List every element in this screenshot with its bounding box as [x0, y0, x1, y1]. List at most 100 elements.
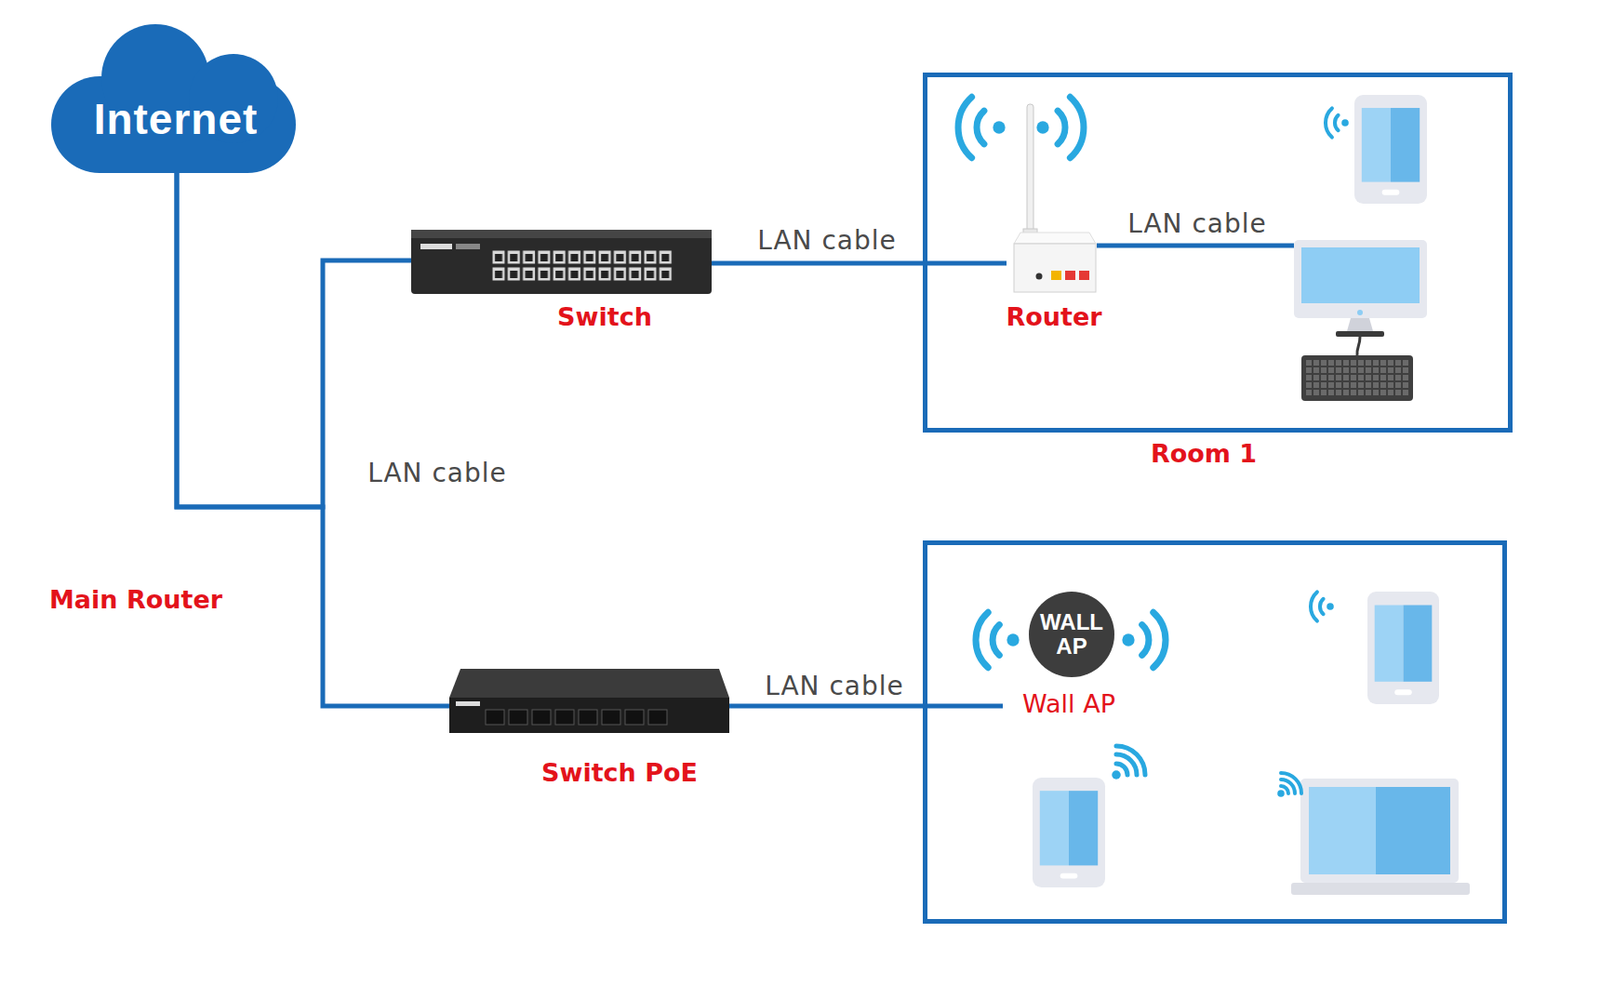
wifi-arc [1310, 591, 1318, 621]
illustration-part [1013, 243, 1096, 293]
device-button [1060, 873, 1079, 880]
device-screen [1361, 107, 1391, 183]
wifi-symbol [1277, 773, 1302, 798]
illustration-part [411, 229, 712, 294]
wifi-symbol [958, 96, 1006, 158]
illustration-part [1013, 232, 1096, 244]
wifi-arc [1116, 754, 1137, 775]
device-body [1354, 94, 1427, 204]
illustration-part [1293, 240, 1427, 319]
wifi-arc [1069, 96, 1084, 158]
device-label: Router [1005, 302, 1102, 332]
illustration-part [483, 708, 670, 728]
room-label: Room 1 [1150, 439, 1257, 468]
illustration-part [1291, 882, 1470, 895]
wifi-arc [1320, 599, 1324, 614]
illustration-part [1375, 786, 1451, 875]
device-screen [1040, 790, 1069, 866]
switch-device [411, 229, 712, 294]
edge-label: LAN cable [364, 457, 510, 489]
wifi-arc [958, 96, 973, 158]
device-body [1032, 777, 1106, 888]
room-box: Room 1Router [922, 72, 1513, 433]
device-body [1367, 591, 1440, 705]
illustration-part [1300, 778, 1459, 883]
device-label: Wall AP [1022, 689, 1116, 719]
wifi-arc [992, 625, 1000, 656]
device-screen [1068, 790, 1098, 866]
illustration-part [1065, 270, 1076, 280]
desktop-computer [1096, 240, 1427, 401]
handheld-device [1032, 777, 1106, 888]
device-screen [1390, 107, 1420, 183]
wifi-arc [1280, 773, 1302, 794]
device-button [1394, 689, 1412, 695]
wifi-symbol [1036, 96, 1084, 158]
illustration-part [1346, 318, 1374, 332]
router-label: Main Router [49, 585, 223, 614]
router-node: Router [1006, 93, 1119, 335]
wifi-dot [1111, 770, 1121, 780]
wifi-dot [1341, 119, 1349, 127]
wifi-dot [1277, 789, 1285, 798]
wifi-symbol [1310, 591, 1334, 621]
illustration-part [1357, 336, 1360, 356]
wifi-arc [976, 110, 985, 145]
wifi-dot [1121, 633, 1134, 646]
illustration-part [1301, 247, 1420, 304]
illustration-part [411, 229, 712, 239]
handheld-device [1354, 94, 1427, 204]
switch-node: Switch [411, 229, 712, 333]
illustration-part [455, 243, 480, 250]
cloud-label: Internet [93, 93, 259, 145]
lan-connector [176, 173, 450, 707]
wifi-arc [1280, 786, 1289, 794]
edge-label: LAN cable [761, 670, 907, 702]
wifi-arc [1057, 110, 1066, 145]
wifi-arc [1153, 612, 1166, 667]
wifi-arc [1280, 779, 1295, 794]
ap-badge-text: WALL AP [1031, 610, 1112, 660]
laptop [1291, 778, 1470, 895]
wifi-symbol [1121, 612, 1166, 667]
illustration-part [1305, 359, 1410, 397]
device-label: Switch [557, 302, 653, 332]
illustration-part [1026, 104, 1034, 237]
illustration-part [1308, 786, 1376, 875]
illustration-part [1301, 355, 1414, 401]
wifi-arc [1325, 107, 1333, 137]
illustration-part [449, 668, 730, 698]
lan-connector [729, 704, 1003, 709]
illustration-part [1357, 309, 1363, 316]
internet-cloud: Internet [51, 20, 296, 174]
wifi-symbol [975, 612, 1020, 667]
illustration-part [1335, 331, 1385, 337]
ap-circle [1028, 591, 1115, 678]
wifi-dot [1006, 633, 1019, 646]
cable-label: LAN cable [1124, 208, 1270, 240]
wifi-dot [992, 120, 1005, 134]
wifi-arc [1142, 625, 1149, 656]
illustration-part [491, 249, 674, 283]
device-button [1382, 189, 1400, 196]
poe-switch-device [449, 668, 730, 734]
illustration-part [1096, 243, 1294, 249]
wifi-arc [975, 612, 988, 667]
wifi-arc [1116, 746, 1146, 775]
illustration-part [1036, 273, 1043, 280]
device-label: Switch PoE [541, 758, 698, 787]
poe-switch-node: Switch PoE [449, 668, 730, 790]
room-outline [925, 543, 1506, 922]
illustration-part [1051, 270, 1062, 280]
wifi-dot [1036, 120, 1049, 134]
illustration-part [455, 701, 480, 707]
device-screen [1374, 605, 1404, 682]
wifi-symbol [1111, 746, 1146, 780]
wifi-arc [1116, 763, 1128, 775]
handheld-device [1367, 591, 1440, 705]
illustration-part [420, 243, 453, 250]
illustration-part [449, 697, 730, 734]
wall-ap-node: WALL AP Wall AP [1002, 587, 1141, 723]
wifi-dot [1326, 602, 1334, 611]
